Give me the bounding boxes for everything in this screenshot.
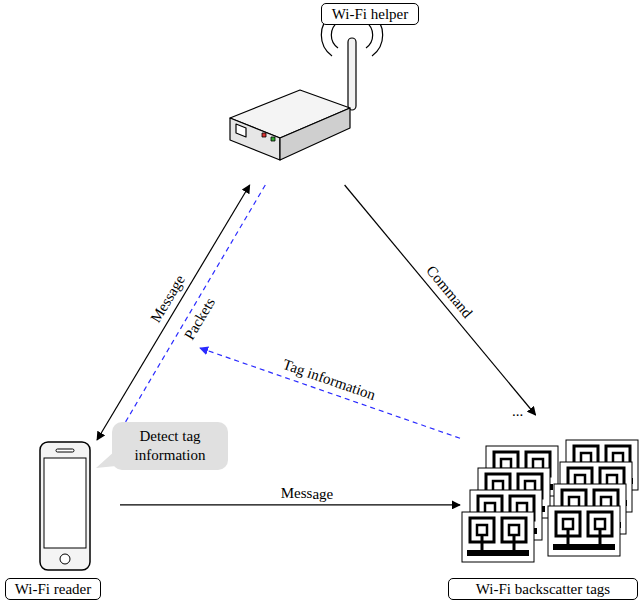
arrow-line (120, 504, 460, 505)
arrow-line (345, 185, 536, 415)
edge-label: Packets (180, 293, 220, 345)
dashed-arrow (200, 348, 460, 438)
reader-node: Wi-Fi reader (35, 440, 120, 575)
phone-icon (40, 442, 90, 570)
edge-label: Message (146, 270, 190, 327)
dashed-arrow (115, 185, 265, 440)
ellipsis-mark: ... (512, 404, 523, 419)
device-label: Wi-Fi backscatter tags (448, 578, 638, 600)
tags-node: Wi-Fi backscatter tags (460, 415, 640, 570)
edge-label: Message (279, 485, 336, 502)
edge-label: Command (422, 261, 478, 323)
callout-text: Detect tag information (118, 427, 222, 465)
router-icon (230, 14, 383, 160)
device-label: Wi-Fi helper (321, 3, 419, 25)
device-label: Wi-Fi reader (5, 578, 101, 600)
router-node: Wi-Fi helper (225, 30, 355, 185)
callout-bubble: Detect tag information (112, 422, 228, 470)
tag-cards (462, 440, 638, 562)
edge-label: Tag information (278, 355, 379, 404)
arrow-line (97, 185, 250, 440)
